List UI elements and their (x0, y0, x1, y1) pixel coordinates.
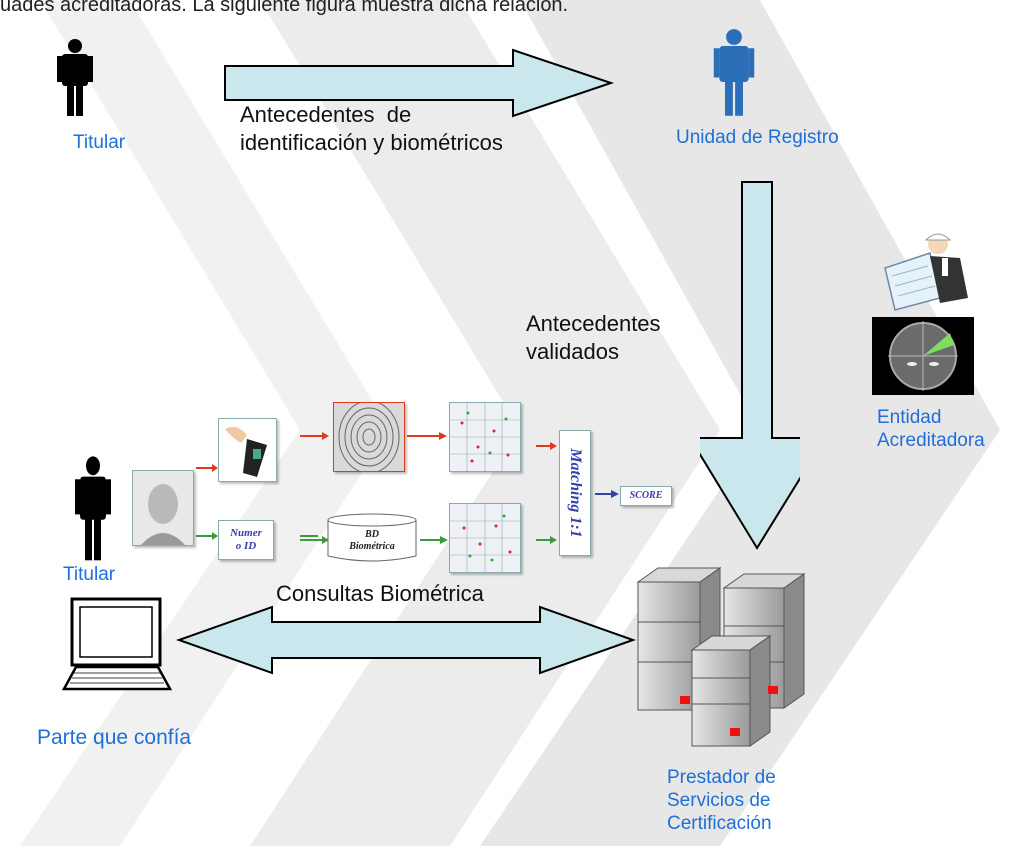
matching-box: Matching 1:1 (559, 430, 591, 556)
flow-arrow-green (420, 536, 448, 544)
database-icon (327, 513, 417, 562)
titular-top-label: Titular (73, 132, 126, 153)
antecedentes-id-label: Antecedentes de identificación y biométr… (240, 102, 503, 155)
header-text: uades acreditadoras. La siguiente figura… (0, 0, 569, 16)
id-number-box: Numer o ID (218, 520, 274, 560)
arrow-down-icon (700, 181, 800, 550)
flow-arrowheads (300, 432, 329, 544)
titular-bottom-label: Titular (63, 564, 116, 585)
score-box: SCORE (620, 486, 672, 506)
antecedentes-validados-label: Antecedentes validados (526, 311, 661, 364)
person-icon-registrar (713, 29, 755, 116)
minutiae-map-top (449, 402, 521, 472)
person-icon (57, 39, 93, 116)
laptop-icon (62, 597, 172, 691)
arrow-right-icon (224, 48, 615, 118)
person-icon (75, 456, 111, 561)
fingerprint-image (333, 400, 405, 474)
unidad-registro-label: Unidad de Registro (676, 127, 839, 148)
minutiae-map-bottom (449, 503, 521, 573)
flow-arrows-to-matching (536, 442, 557, 544)
flow-arrow-red (407, 432, 447, 440)
double-arrow-icon (176, 605, 636, 675)
radar-icon (872, 317, 974, 395)
entidad-acreditadora-label: Entidad Acreditadora (877, 407, 985, 451)
consultas-label: Consultas Biométrica (276, 581, 484, 606)
flow-arrow-blue (595, 490, 619, 498)
face-photo (132, 470, 194, 546)
database-label: BD Biométrica (349, 529, 395, 552)
matching-label: Matching 1:1 (567, 448, 584, 538)
server-stack-icon (636, 567, 806, 747)
inspector-icon (884, 233, 968, 311)
prestador-label: Prestador de Servicios de Certificación (667, 767, 776, 834)
parte-confia-label: Parte que confía (37, 726, 192, 749)
fingerprint-scanner-icon (218, 418, 277, 482)
